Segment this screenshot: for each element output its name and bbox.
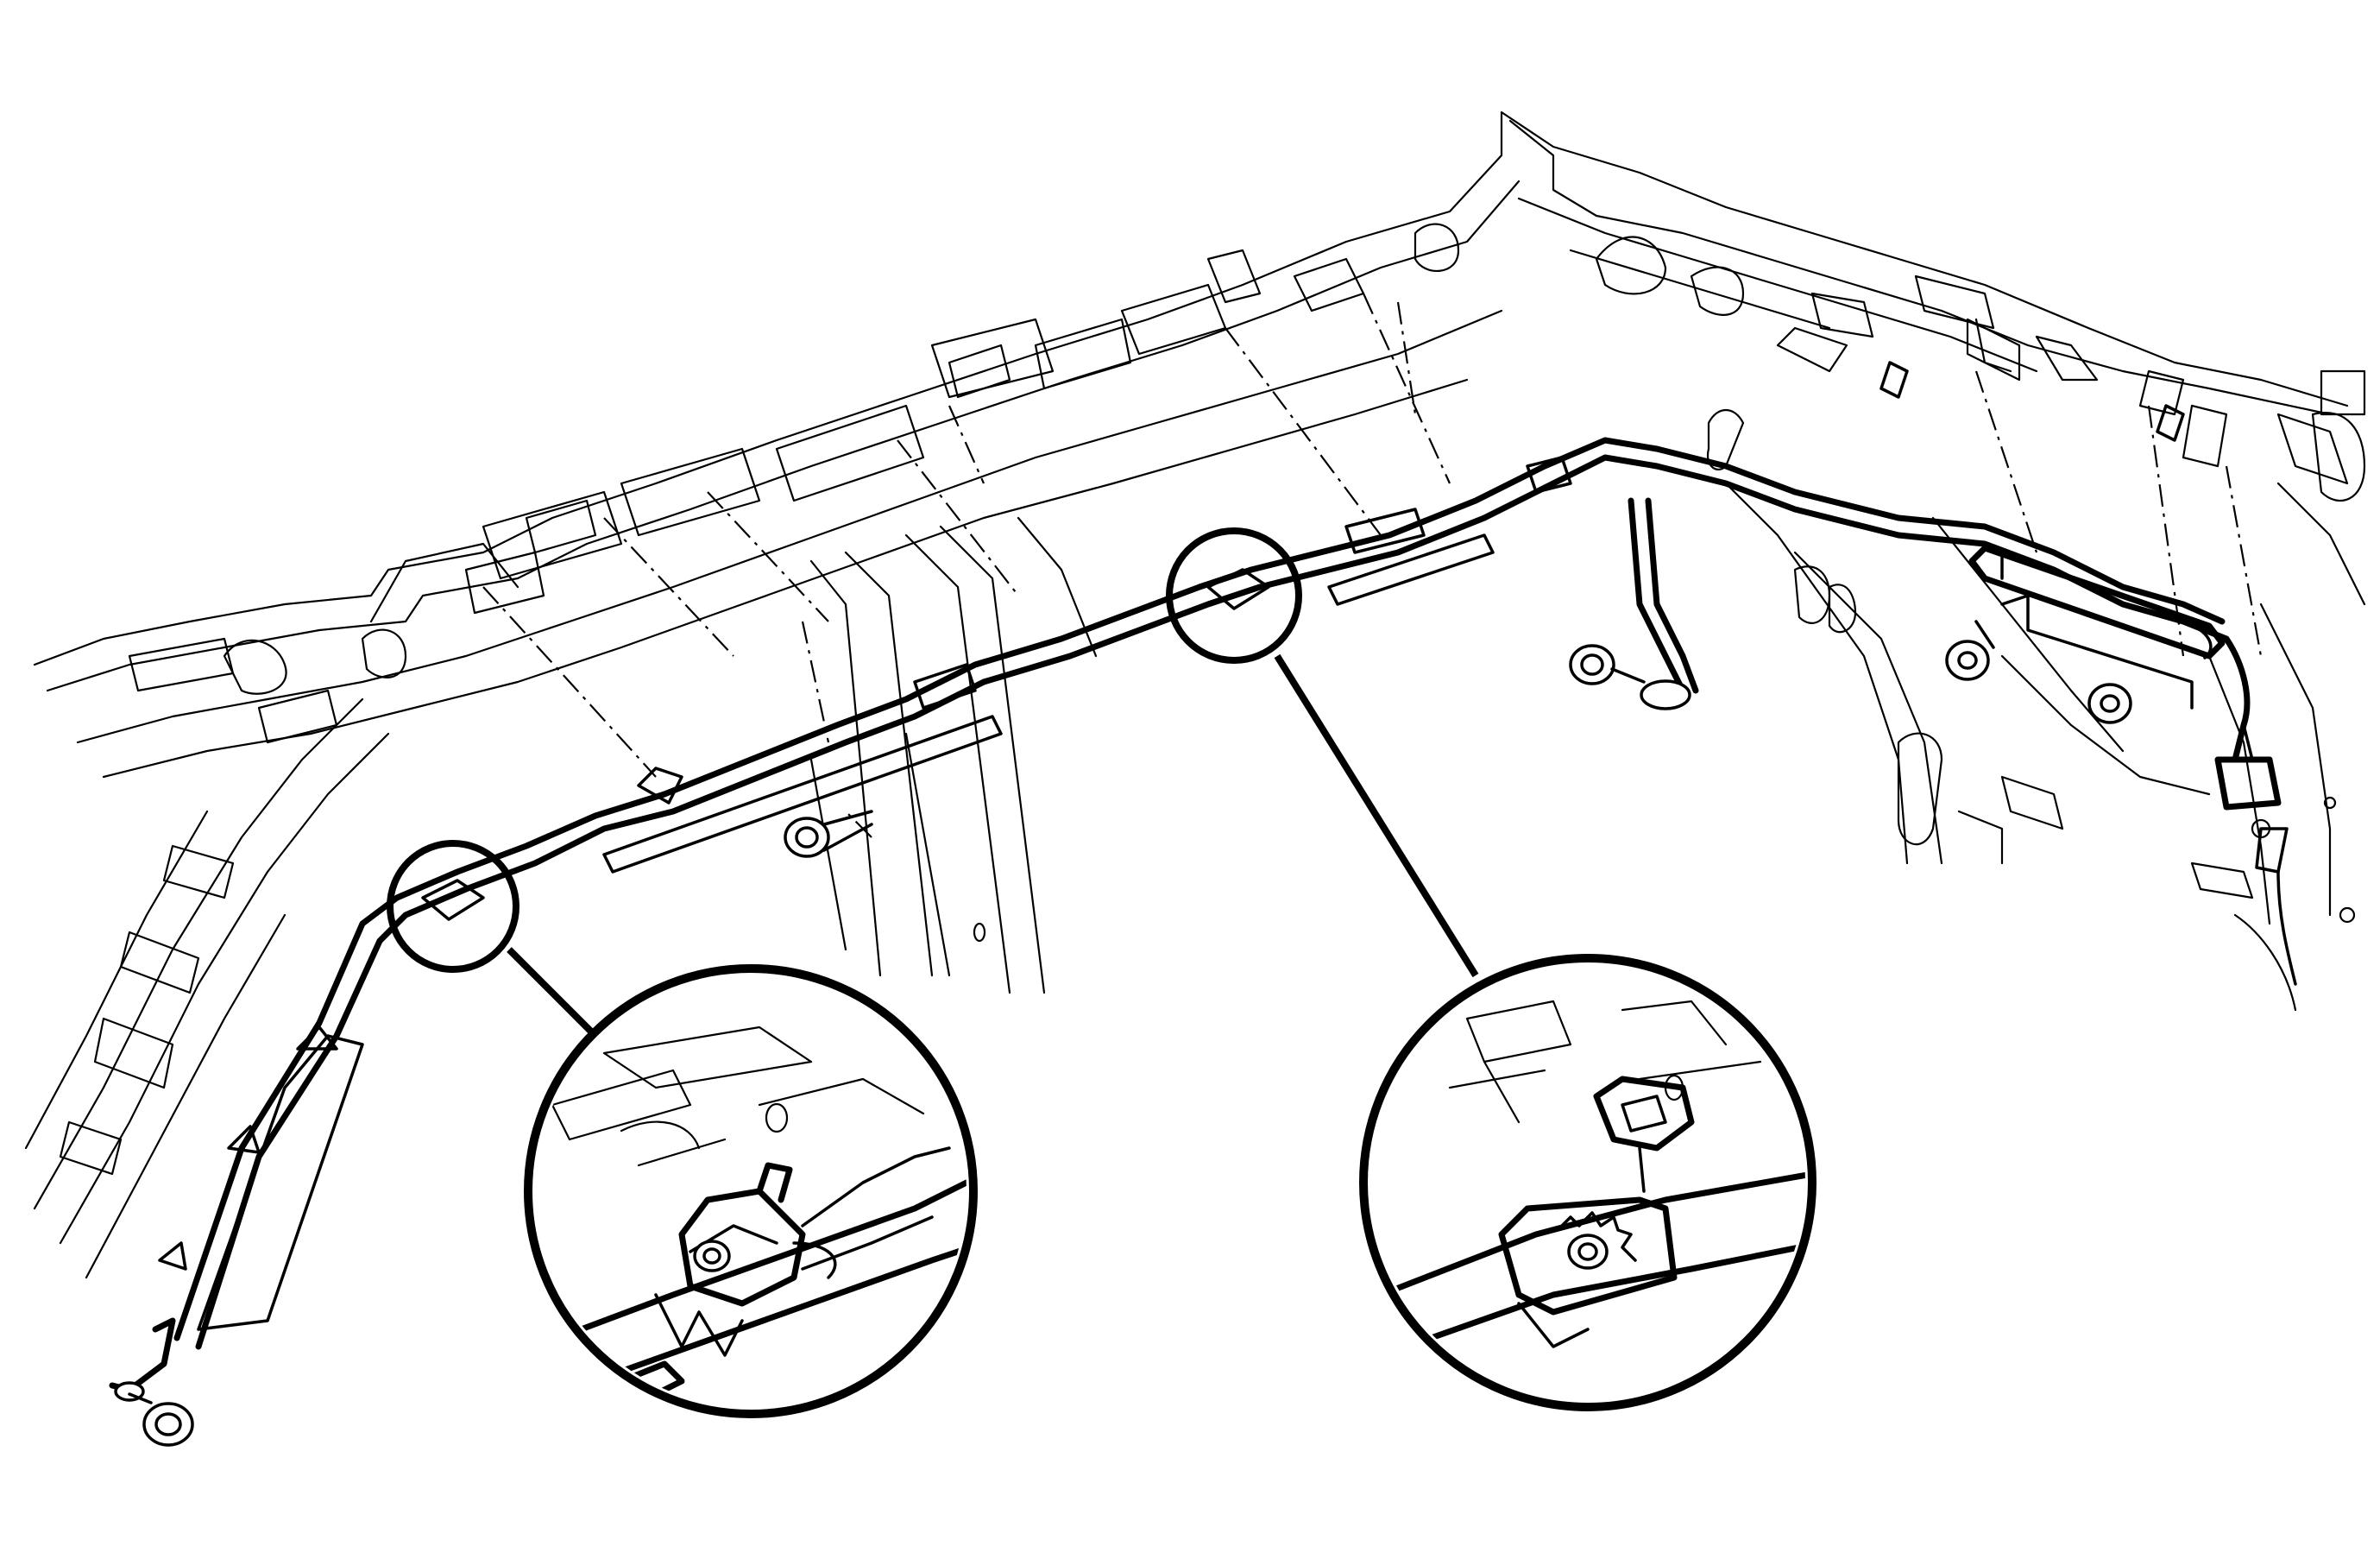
tab-detail-view xyxy=(1359,954,1816,1411)
leader-lines xyxy=(482,293,2263,838)
nut-inflator-left xyxy=(1945,640,1990,681)
body-structure xyxy=(24,110,2366,1279)
bolt-lower-left xyxy=(128,1392,194,1447)
callout-markers xyxy=(387,527,1479,1038)
curtain-airbag-module xyxy=(109,437,2297,1402)
magnify-circle-icon xyxy=(1359,954,1816,1411)
clip-detail-view xyxy=(524,964,978,1418)
fasteners xyxy=(128,361,2194,1447)
bolt-b-pillar xyxy=(784,810,873,858)
nut-inflator-right xyxy=(2087,683,2132,724)
bolt-tether xyxy=(1569,644,1646,685)
